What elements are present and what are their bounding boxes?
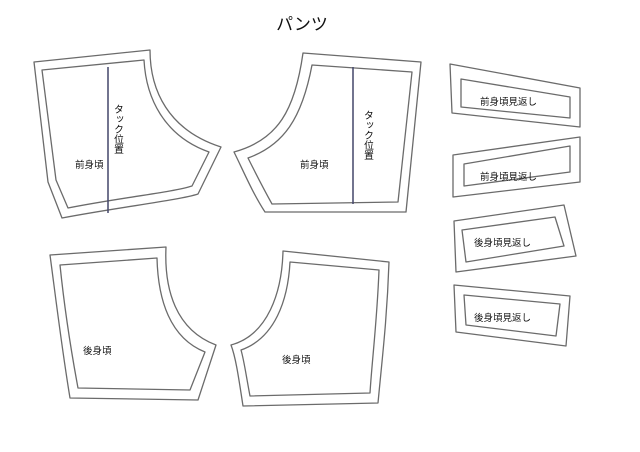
front-facing-1-outline [460,78,571,119]
front-left-label: 前身頃 [75,159,104,171]
back-facing-1-outline [461,216,565,263]
back-facing-2-label: 後身頃見返し [474,312,531,324]
front-piece-left: タック位置 前身頃 [33,49,222,219]
back-left-label: 後身頃 [83,345,112,357]
back-left-outline [59,257,206,391]
front-right-tuck-label: タック位置 [362,110,374,160]
back-right-outline [240,261,380,397]
back-piece-left: 後身頃 [49,246,217,401]
front-right-label: 前身頃 [300,159,329,171]
page-title: パンツ [276,15,328,35]
back-facing-1: 後身頃見返し [453,204,577,273]
back-piece-right: 後身頃 [230,250,390,407]
back-facing-2: 後身頃見返し [453,284,571,347]
back-right-label: 後身頃 [282,354,311,366]
front-facing-1: 前身頃見返し [449,63,581,128]
back-facing-2-outline [463,294,561,337]
front-facing-2: 前身頃見返し [452,136,581,198]
back-facing-1-label: 後身頃見返し [474,237,531,249]
front-facing-2-label: 前身頃見返し [480,171,537,183]
front-facing-2-outline [463,145,571,187]
front-left-tuck-label: タック位置 [112,104,124,154]
front-facing-1-label: 前身頃見返し [480,96,537,108]
front-piece-right: タック位置 前身頃 [233,52,422,213]
front-right-outline [247,64,413,205]
front-left-outline [41,59,210,209]
